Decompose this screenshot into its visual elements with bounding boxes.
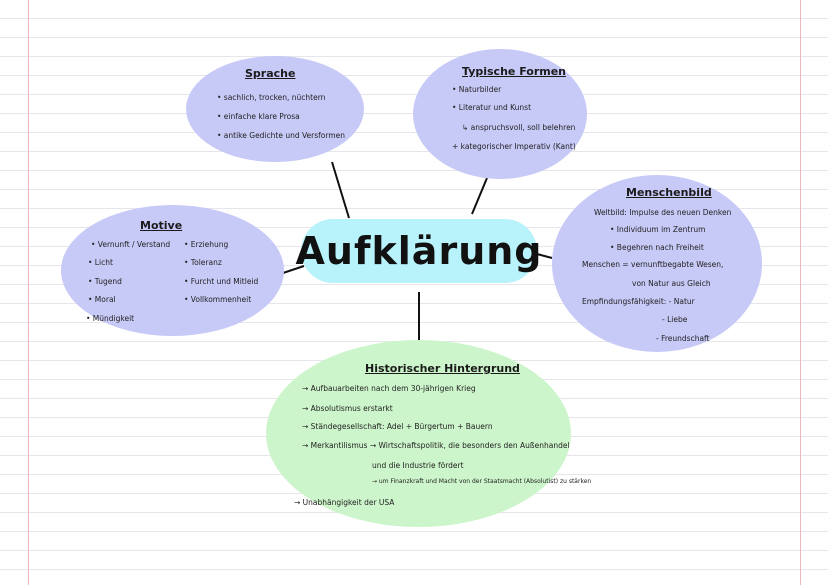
menschenbild-item: von Natur aus Gleich [632,279,711,288]
formen-item: • Literatur und Kunst [452,103,532,112]
historisch-item: und die Industrie fördert [372,461,464,470]
historisch-bubble [266,340,571,527]
historisch-item: → Absolutismus erstarkt [302,404,393,413]
historisch-heading: Historischer Hintergrund [365,362,520,375]
motive-item: • Vollkommenheit [184,295,252,304]
motive-item: • Licht [88,258,113,267]
menschenbild-item: Empfindungsfähigkeit: - Natur [582,297,695,306]
connector-sprache [331,161,350,219]
formen-item: ↳ anspruchsvoll, soll belehren [462,123,576,132]
formen-heading: Typische Formen [462,65,567,78]
connector-menschenbild [536,253,553,259]
menschenbild-item: - Freundschaft [656,334,710,343]
menschenbild-item: Weltbild: Impulse des neuen Denken [594,208,732,217]
menschenbild-heading: Menschenbild [626,186,712,199]
menschenbild-item: • Begehren nach Freiheit [610,243,704,252]
menschenbild-item: - Liebe [662,315,688,324]
motive-heading: Motive [140,219,183,232]
sprache-item: • einfache klare Prosa [217,112,300,121]
motive-item: • Tugend [88,277,122,286]
historisch-item: → Ständegesellschaft: Adel + Bürgertum +… [302,422,493,431]
sprache-heading: Sprache [245,67,296,80]
historisch-item: → Merkantilismus → Wirtschaftspolitik, d… [302,441,570,450]
motive-item: • Toleranz [184,258,222,267]
menschenbild-bubble [552,175,762,352]
motive-item: • Vernunft / Verstand [91,240,171,249]
menschenbild-item: • Individuum im Zentrum [610,225,706,234]
motive-item: • Furcht und Mitleid [184,277,259,286]
sprache-bubble [186,56,364,162]
historisch-item: → Aufbauarbeiten nach dem 30-jährigen Kr… [302,384,476,393]
center-title: Aufklärung [295,229,543,273]
center-topic-bubble: Aufklärung [296,219,542,283]
motive-bubble [61,205,284,336]
connector-formen [471,177,488,215]
historisch-item: → um Finanzkraft und Macht von der Staat… [372,478,592,485]
motive-item: • Mündigkeit [86,314,135,323]
sprache-item: • antike Gedichte und Versformen [217,131,346,140]
connector-motive [282,265,305,274]
formen-item: + kategorischer Imperativ (Kant) [452,142,576,151]
formen-item: • Naturbilder [452,85,502,94]
notebook-margin-left [28,0,29,585]
sprache-item: • sachlich, trocken, nüchtern [217,93,326,102]
historisch-item: → Unabhängigkeit der USA [294,498,395,507]
formen-bubble [413,49,587,179]
notebook-margin-right [800,0,801,585]
motive-item: • Erziehung [184,240,229,249]
menschenbild-item: Menschen = vernunftbegabte Wesen, [582,260,724,269]
motive-item: • Moral [88,295,116,304]
